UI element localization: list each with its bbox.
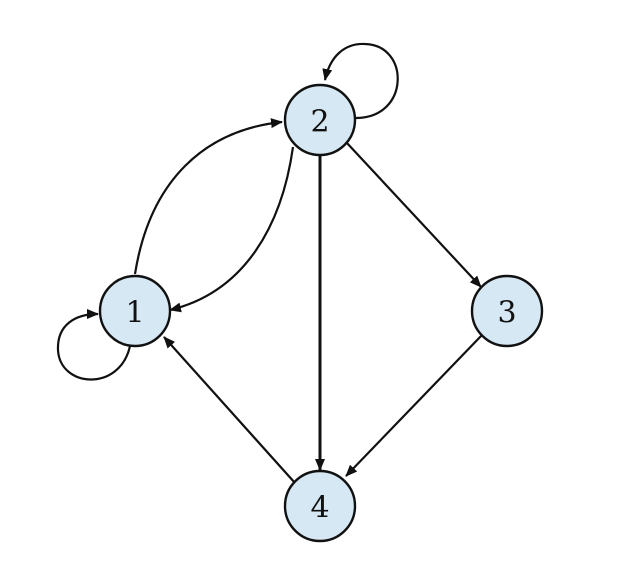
node-2: 2 <box>283 83 357 157</box>
edges <box>56 42 483 484</box>
node-1-circle <box>98 274 172 348</box>
node-3-label: 3 <box>497 296 516 331</box>
node-2-label: 2 <box>310 105 329 140</box>
edge-3-to-4 <box>345 334 483 477</box>
edge-2-to-3 <box>345 141 482 288</box>
node-4-label: 4 <box>310 491 329 526</box>
node-4: 4 <box>283 469 357 543</box>
nodes: 1 2 3 4 <box>98 83 544 543</box>
node-1: 1 <box>98 274 172 348</box>
node-3-circle <box>470 274 544 348</box>
edge-4-to-1 <box>163 336 296 484</box>
node-4-circle <box>283 469 357 543</box>
edge-1-self-loop <box>56 309 132 381</box>
edge-2-self-loop <box>322 42 399 120</box>
node-3: 3 <box>470 274 544 348</box>
edge-1-to-2 <box>133 118 283 275</box>
node-2-circle <box>283 83 357 157</box>
node-1-label: 1 <box>125 296 144 331</box>
edge-2-to-1 <box>169 146 295 313</box>
